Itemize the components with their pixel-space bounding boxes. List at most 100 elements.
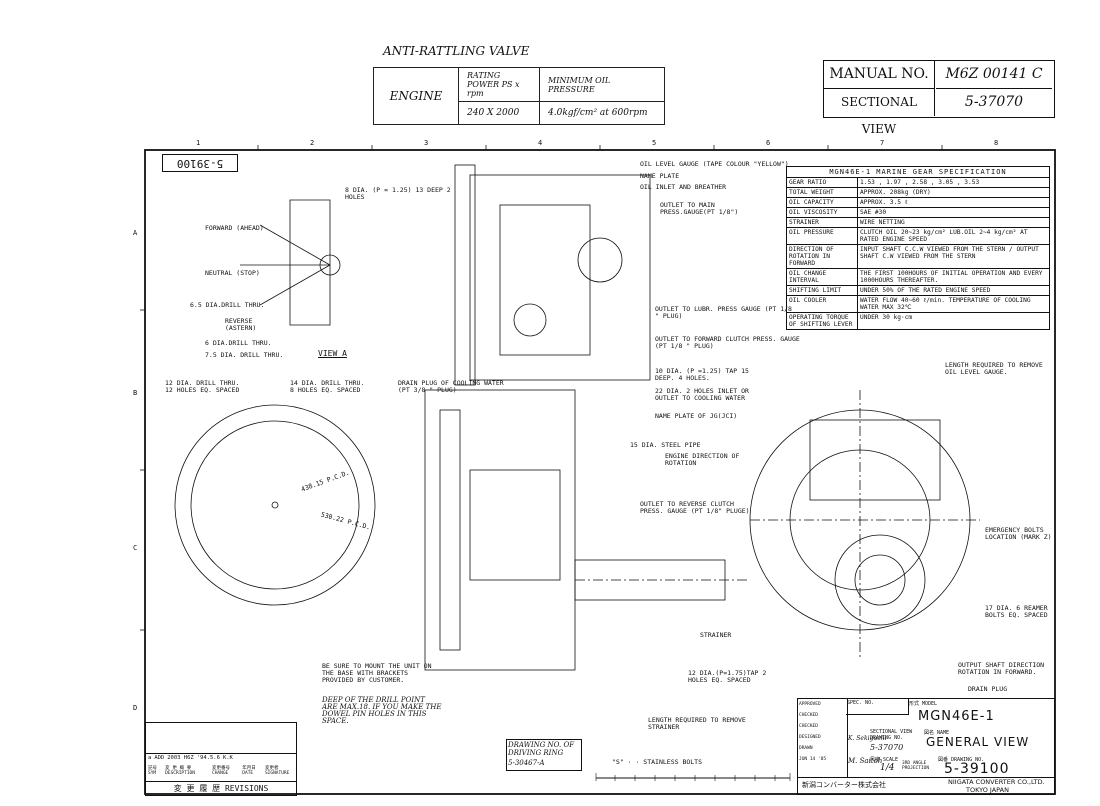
name-jg-label: NAME PLATE OF JG(JCI) (655, 412, 738, 420)
scale-label: 尺度 SCALE (870, 757, 899, 763)
name-label: 図名 NAME (924, 730, 950, 736)
driving-ring-label: DRAWING NO. OF DRIVING RING (508, 741, 575, 757)
row-label-c: C (133, 544, 138, 552)
col-label-8: 8 (994, 139, 999, 147)
driving-ring-no: 5-30467-A (508, 759, 545, 767)
revision-row: a ADD 2003 H6Z '94.5.6 K.K (148, 755, 233, 761)
outlet-main-label: OUTLET TO MAIN PRESS.GAUGE(PT 1/8") (660, 201, 739, 216)
pressure-value: 4.0kgf/cm² at 600rpm (539, 101, 665, 125)
col-label-3: 3 (424, 139, 429, 147)
drawing-no-label: 図番 DRAWING NO. (938, 757, 985, 763)
drain-cool-label: DRAIN PLUG OF COOLING WATER (PT 3/8 " PL… (398, 379, 504, 394)
length-gauge-label: LENGTH REQUIRED TO REMOVE OIL LEVEL GAUG… (945, 361, 1043, 376)
reamer-label: 17 DIA. 6 REAMER BOLTS EQ. SPACED (985, 604, 1048, 619)
section-label: SECTIONAL VIEW (824, 89, 935, 136)
drill-label-2: 6 DIA.DRILL THRU. (205, 339, 272, 347)
manual-value: M6Z 00141 C (936, 61, 1052, 89)
row-label-b: B (133, 389, 138, 397)
row-label-d: D (133, 704, 138, 712)
rating-head: RATING POWER PS x rpm (458, 67, 540, 102)
col-label-4: 4 (538, 139, 543, 147)
outlet-rev-label: OUTLET TO REVERSE CLUTCH PRESS. GAUGE (P… (640, 500, 750, 515)
output-dir-label: OUTPUT SHAFT DIRECTION ROTATION IN FORWA… (958, 661, 1045, 676)
holes14-label: 14 DIA. DRILL THRU. 8 HOLES EQ. SPACED (290, 379, 365, 394)
company-name: NIIGATA CONVERTER CO.,LTD. (948, 778, 1045, 786)
strainer-label: STRAINER (700, 631, 732, 639)
rating-value: 240 X 2000 (458, 101, 540, 125)
revisions-title: 変 更 履 歴 REVISIONS (146, 781, 296, 795)
oil-level-label: OIL LEVEL GAUGE (TAPE COLOUR "YELLOW") (640, 160, 789, 168)
valve-table: ENGINE RATING POWER PS x rpm MINIMUM OIL… (373, 67, 665, 125)
col-label-5: 5 (652, 139, 657, 147)
col-label-6: 6 (766, 139, 771, 147)
company-city: TOKYO JAPAN (966, 786, 1009, 794)
stainless-label: "S" · · STAINLESS BOLTS (612, 758, 703, 766)
revision-cols: 記号 SYM 変 更 概 要 DESCRIPTION 変更番号 CHANGE 年… (148, 766, 290, 776)
steel-pipe-label: 15 DIA. STEEL PIPE (630, 441, 701, 449)
view-a-label: VIEW A (318, 349, 347, 358)
drill-label-3: 7.5 DIA. DRILL THRU. (205, 351, 284, 359)
drawing-name: GENERAL VIEW (926, 735, 1030, 749)
drill-label-1: 6.5 DIA.DRILL THRU. (190, 301, 265, 309)
manual-label: MANUAL NO. (824, 61, 935, 89)
dowel-note: DEEP OF THE DRILL POINT ARE MAX.18. IF Y… (322, 696, 442, 725)
driving-ring-box: DRAWING NO. OF DRIVING RING 5-30467-A (506, 739, 582, 771)
view-a-body (289, 199, 331, 326)
model-label: 形式 MODEL (909, 701, 938, 707)
row-label-a: A (133, 229, 138, 237)
holes22-label: 22 DIA. 2 HOLES INLET OR OUTLET TO COOLI… (655, 387, 749, 402)
spec-table: MGN46E-1 MARINE GEAR SPECIFICATION GEAR … (786, 166, 1050, 330)
revisions-block: a ADD 2003 H6Z '94.5.6 K.K 記号 SYM 変 更 概 … (145, 722, 297, 796)
drawing-no: 5-39100 (944, 761, 1010, 777)
scale-value: 1/4 (880, 763, 895, 773)
outlet-fwd-label: OUTLET TO FORWARD CLUTCH PRESS. GAUGE (P… (655, 335, 800, 350)
emergency-label: EMERGENCY BOLTS LOCATION (MARK Z) (985, 526, 1052, 541)
sectional-housing (424, 389, 576, 671)
mount-note: BE SURE TO MOUNT THE UNIT ON THE BASE WI… (322, 662, 432, 684)
neutral-label: NEUTRAL (STOP) (205, 269, 260, 277)
engine-cell: ENGINE (373, 67, 459, 125)
col-label-7: 7 (880, 139, 885, 147)
company-jp: 新潟コンバーター株式会社 (802, 781, 886, 789)
tap12-label: 12 DIA.(P=1.75)TAP 2 HOLES EQ. SPACED (688, 669, 767, 684)
drawing-no-mirror: 5-39100 (162, 154, 238, 172)
spec-title: MGN46E-1 MARINE GEAR SPECIFICATION (787, 167, 1049, 178)
dia8-label: 8 DIA. (P = 1.25) 13 DEEP 2 HOLES (345, 186, 451, 201)
valve-title: ANTI-RATTLING VALVE (383, 44, 530, 58)
drawn-by: M. Saitoh (848, 757, 883, 765)
oil-inlet-label: OIL INLET AND BREATHER (640, 183, 727, 191)
section-value: 5-37070 (964, 94, 1024, 110)
sectional-drawing-no: 5-37070 (870, 743, 904, 752)
flange-outer (174, 404, 376, 606)
engine-dir-label: ENGINE DIRECTION OF ROTATION (665, 452, 740, 467)
flange-inner (190, 420, 360, 590)
tap10-label: 10 DIA. (P =1.25) TAP 15 DEEP. 4 HOLES. (655, 367, 749, 382)
designed-by: K. Sekiguchi (848, 735, 887, 742)
reverse-label: REVERSE (ASTERN) (225, 317, 257, 332)
spec-no: SPEC. NO. (846, 699, 909, 715)
title-block: APPROVED CHECKED CHECKED DESIGNED DRAWN … (797, 698, 1055, 795)
holes12-label: 12 DIA. DRILL THRU. 12 HOLES EQ. SPACED (165, 379, 240, 394)
side-view-housing (469, 174, 651, 381)
outlet-lubr-label: OUTLET TO LUBR. PRESS GAUGE (PT 1/8 " PL… (655, 305, 792, 320)
model-name: MGN46E-1 (918, 709, 995, 724)
projection-label: 3RD ANGLE PROJECTION (902, 761, 930, 771)
col-label-1: 1 (196, 139, 201, 147)
name-plate-label: NAME PLATE (640, 172, 680, 180)
length-strainer-label: LENGTH REQUIRED TO REMOVE STRAINER (648, 716, 746, 731)
forward-label: FORWARD (AHEAD) (205, 224, 264, 232)
sectional-drawing-label: SECTIONAL VIEW DRAWING NO. (870, 729, 913, 741)
drain-plug-label: DRAIN PLUG (968, 685, 1008, 693)
